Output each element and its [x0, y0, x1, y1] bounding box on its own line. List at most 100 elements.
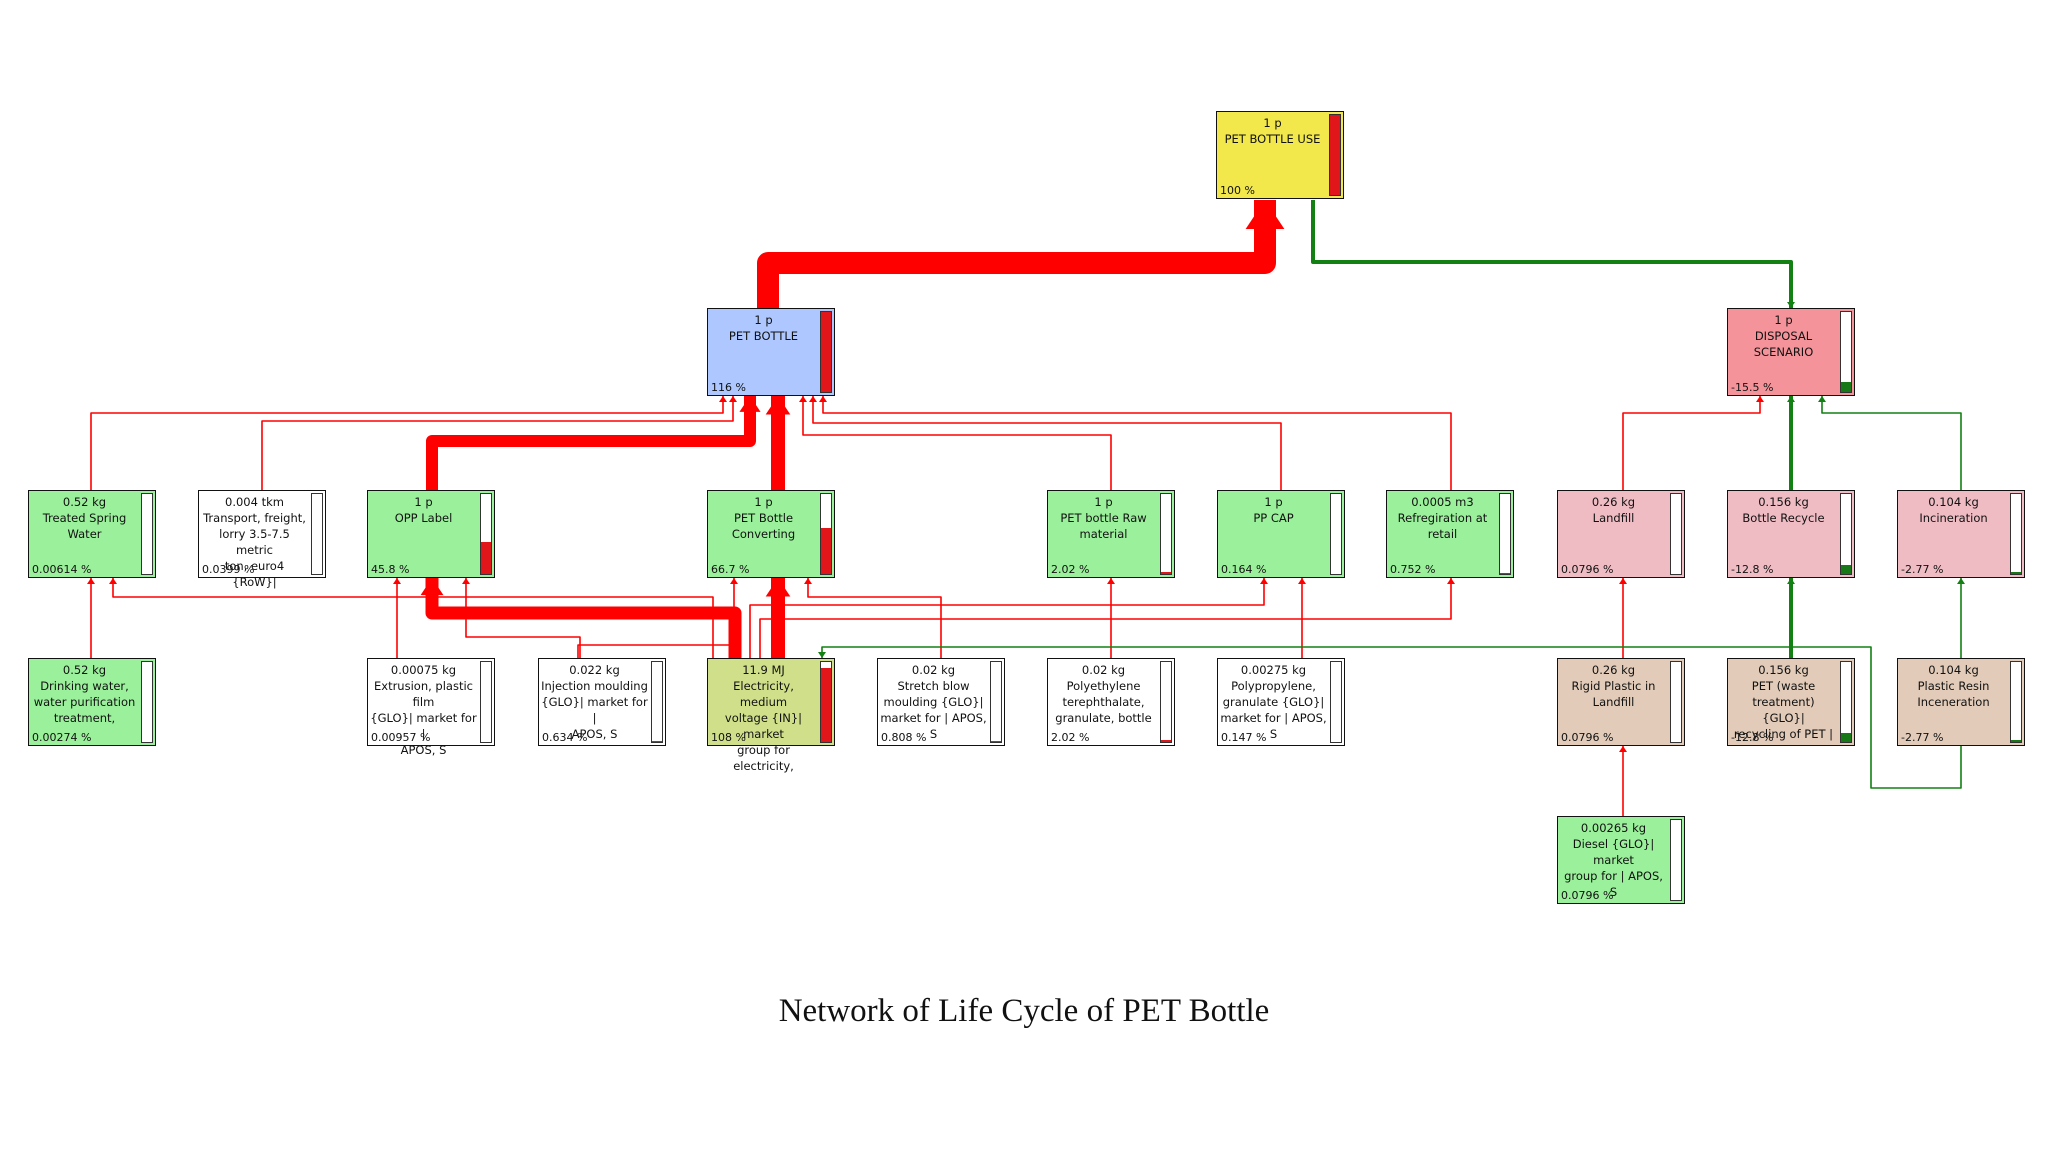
impact-bar — [1160, 661, 1172, 743]
node-amount: 0.02 kg — [1081, 663, 1126, 677]
node-amount: 0.0005 m3 — [1411, 495, 1474, 509]
node-percent: -12.8 % — [1731, 563, 1774, 576]
arrowhead-pet-bottle-to-use — [1245, 200, 1285, 230]
link-use-to-disposal — [1311, 200, 1793, 308]
node-bottle-recycle[interactable]: 0.156 kg Bottle Recycle -12.8 % — [1727, 490, 1855, 578]
node-amount: 0.104 kg — [1928, 663, 1979, 677]
link-injection-to-converting — [577, 578, 735, 658]
node-amount: 0.004 tkm — [225, 495, 284, 509]
node-name: Treated Spring Water — [42, 511, 127, 541]
link-incineration-to-disposal — [1821, 396, 1962, 490]
node-percent: -15.5 % — [1731, 381, 1774, 394]
node-name: Injection moulding {GLO}| market for | A… — [541, 679, 648, 741]
arrowhead-polypropylene-to-pp-cap — [1298, 578, 1306, 584]
node-amount: 0.156 kg — [1758, 495, 1809, 509]
node-name: Stretch blow moulding {GLO}| market for … — [880, 679, 987, 741]
node-percent: 108 % — [711, 731, 746, 744]
link-incineration-to-electricity — [821, 646, 1962, 789]
impact-bar — [141, 661, 153, 743]
arrowhead-recycle-to-disposal — [1787, 396, 1795, 402]
arrowhead-pet-waste-to-recycle — [1787, 578, 1795, 584]
link-treated-water-to-bottle — [90, 396, 724, 490]
node-percent: 66.7 % — [711, 563, 750, 576]
arrowhead-electricity-to-opp — [420, 578, 444, 596]
impact-bar-fill — [1841, 733, 1851, 742]
node-amount: 0.00075 kg — [390, 663, 457, 677]
node-name: Bottle Recycle — [1742, 511, 1825, 525]
node-injection-moulding[interactable]: 0.022 kg Injection moulding {GLO}| market… — [538, 658, 666, 746]
node-name: Transport, freight, lorry 3.5-7.5 metric… — [203, 511, 306, 589]
node-amount: 1 p — [1264, 495, 1283, 509]
node-percent: 0.0796 % — [1561, 563, 1614, 576]
node-percent: 0.00957 % — [371, 731, 431, 744]
arrowhead-incineration-to-electricity — [818, 652, 826, 658]
node-amount: 1 p — [414, 495, 433, 509]
impact-bar — [1330, 661, 1342, 743]
node-percent: 116 % — [711, 381, 746, 394]
node-percent: 0.808 % — [881, 731, 927, 744]
impact-bar-fill — [1161, 572, 1171, 574]
link-injection-to-opp — [465, 578, 581, 658]
node-amount: 0.26 kg — [1591, 663, 1636, 677]
arrowhead-landfill-to-disposal — [1756, 396, 1764, 402]
impact-bar-fill — [2011, 572, 2021, 574]
node-amount: 0.156 kg — [1758, 663, 1809, 677]
node-amount: 0.02 kg — [911, 663, 956, 677]
node-name: Drinking water, water purification treat… — [33, 679, 136, 725]
node-amount: 0.022 kg — [569, 663, 620, 677]
impact-bar-fill — [1841, 381, 1851, 392]
arrowhead-converting-to-bottle — [765, 396, 791, 415]
impact-bar — [820, 493, 832, 575]
arrowhead-electricity-to-pp-cap — [1260, 578, 1268, 584]
arrowhead-incineration-to-disposal — [1818, 396, 1826, 402]
node-percent: 0.0399 % — [202, 563, 255, 576]
node-stretch-blow-moulding[interactable]: 0.02 kg Stretch blow moulding {GLO}| mark… — [877, 658, 1005, 746]
impact-bar — [1329, 114, 1341, 196]
arrowhead-diesel-to-rigid-plastic — [1619, 746, 1627, 752]
impact-bar — [1840, 493, 1852, 575]
node-name: PP CAP — [1253, 511, 1294, 525]
impact-bar-fill — [1161, 740, 1171, 742]
node-percent: 0.634 % — [542, 731, 588, 744]
impact-bar — [2010, 493, 2022, 575]
node-name: Plastic Resin Inceneration — [1917, 679, 1990, 709]
link-stretch-blow-to-converting — [807, 578, 942, 658]
impact-bar-fill — [652, 741, 662, 742]
link-electricity-to-refrigeration — [759, 578, 1452, 658]
node-label: 0.104 kg Plastic Resin Inceneration — [1900, 662, 2007, 710]
impact-bar — [1840, 311, 1852, 393]
node-label: 0.022 kg Injection moulding {GLO}| market… — [541, 662, 648, 742]
node-amount: 0.00275 kg — [1240, 663, 1307, 677]
impact-bar — [1840, 661, 1852, 743]
node-name: Landfill — [1592, 511, 1635, 525]
link-transport-to-bottle — [261, 396, 734, 490]
